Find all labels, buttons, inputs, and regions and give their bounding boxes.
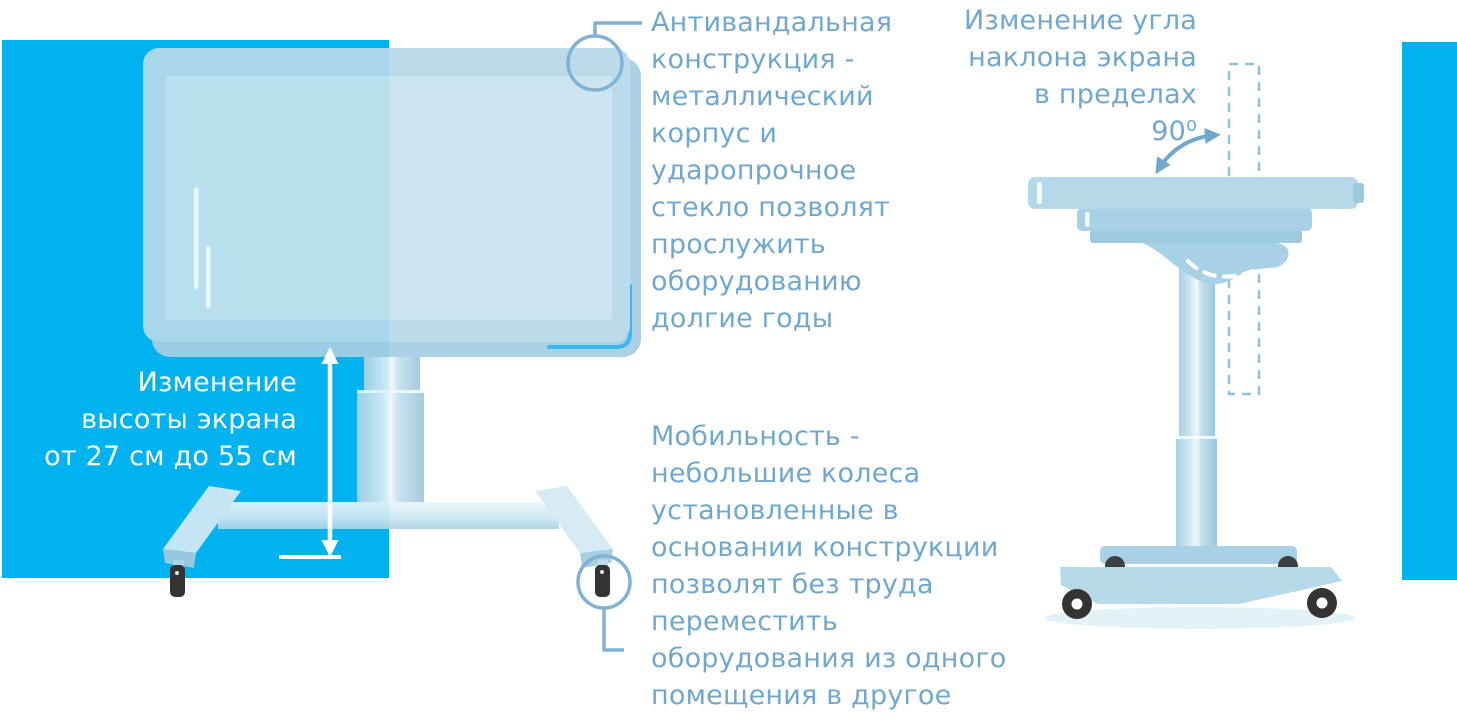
base-crossbar bbox=[218, 502, 559, 529]
base-foot-right-top bbox=[535, 486, 613, 553]
screen-side-lower-layer bbox=[1090, 230, 1302, 243]
height-note: Изменение высоты экрана от 27 см до 55 с… bbox=[44, 367, 297, 472]
side-column-upper bbox=[1179, 262, 1215, 436]
side-view-figure bbox=[1028, 62, 1364, 629]
column-joint-highlight bbox=[357, 390, 424, 393]
glass-reflection bbox=[206, 246, 211, 308]
caster-wheel-right-highlight bbox=[600, 570, 604, 574]
base-shadow bbox=[1045, 607, 1355, 629]
mobility-note: Мобильность - небольшие колеса установле… bbox=[651, 421, 1007, 711]
mount-bracket-dashed-arc bbox=[1186, 259, 1255, 279]
screen-side-mid-layer bbox=[1077, 208, 1312, 231]
screen-side-top-layer bbox=[1028, 177, 1358, 209]
column-lower-segment bbox=[357, 392, 424, 508]
glass-reflection bbox=[194, 187, 199, 289]
front-view-figure bbox=[143, 48, 641, 570]
side-column-joint-highlight bbox=[1176, 436, 1217, 439]
durability-callout-connector bbox=[593, 21, 642, 37]
front-wheel-left-hub bbox=[1071, 598, 1083, 610]
mobility-callout-connector bbox=[602, 608, 624, 652]
caster-wheel-right bbox=[595, 565, 610, 597]
side-base-platform bbox=[1100, 546, 1297, 564]
caster-wheel-left bbox=[170, 565, 185, 597]
mount-bracket bbox=[1143, 243, 1289, 285]
screen-side-end-cap bbox=[1353, 183, 1364, 203]
base-foot-left-side bbox=[163, 549, 196, 568]
base-foot-left-top bbox=[163, 486, 241, 553]
side-base-deck bbox=[1060, 567, 1342, 604]
screen-side-mid-highlight bbox=[1085, 212, 1090, 227]
tilt-arc-arrow bbox=[1155, 127, 1221, 175]
side-column-lower bbox=[1176, 438, 1217, 556]
front-wheel-right-hub bbox=[1316, 597, 1328, 609]
screen-glass bbox=[166, 76, 612, 320]
tilt-note: Изменение угла наклона экрана в пределах… bbox=[964, 5, 1197, 147]
screen-side-top-highlight bbox=[1037, 182, 1042, 204]
caster-wheel-left-highlight bbox=[175, 571, 179, 575]
front-view-wheels bbox=[170, 565, 610, 597]
right-accent-stripe bbox=[1402, 42, 1457, 580]
accent-corner-line bbox=[547, 284, 632, 349]
durability-note: Антивандальная конструкция - металлическ… bbox=[651, 7, 893, 334]
